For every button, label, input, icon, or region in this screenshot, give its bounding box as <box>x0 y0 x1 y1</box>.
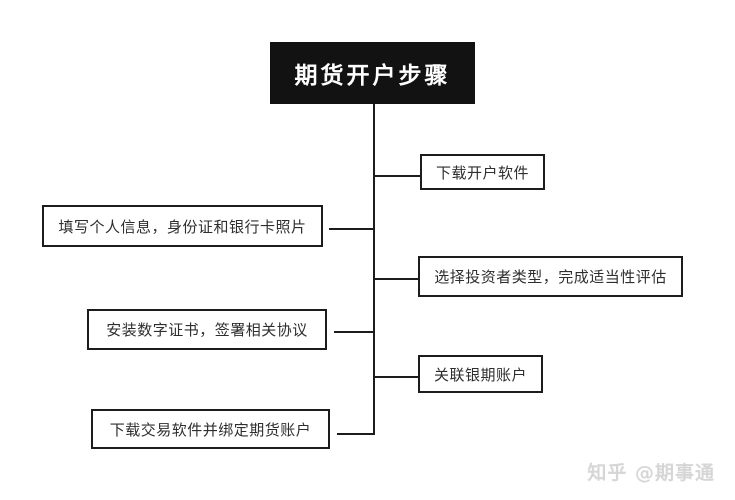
root-node-label: 期货开户步骤 <box>294 63 451 89</box>
node-download-account-software: 下载开户软件 <box>418 154 550 196</box>
node-link-bank-futures-account: 关联银期账户 <box>416 355 548 399</box>
node-label: 填写个人信息，身份证和银行卡照片 <box>58 217 307 236</box>
node-install-digital-certificate: 安装数字证书，签署相关协议 <box>85 309 332 356</box>
connector-branch-left-2 <box>334 331 374 333</box>
watermark: 知乎 @期事通 <box>587 462 715 484</box>
connector-branch-left-1 <box>329 228 374 230</box>
connector-branch-right-2 <box>375 278 419 280</box>
node-label: 下载交易软件并绑定期货账户 <box>109 420 312 439</box>
node-label: 安装数字证书，签署相关协议 <box>106 321 308 339</box>
connector-branch-right-1 <box>375 175 422 177</box>
connector-trunk <box>373 104 375 435</box>
root-node-title: 期货开户步骤 <box>270 42 483 111</box>
node-select-investor-type: 选择投资者类型，完成适当性评估 <box>416 256 688 303</box>
node-label: 下载开户软件 <box>435 163 529 182</box>
node-download-trading-software: 下载交易软件并绑定期货账户 <box>89 409 335 455</box>
node-label: 选择投资者类型，完成适当性评估 <box>434 268 667 286</box>
node-label: 关联银期账户 <box>433 365 527 384</box>
node-fill-personal-info: 填写个人信息，身份证和银行卡照片 <box>40 205 328 253</box>
connector-branch-right-3 <box>375 376 419 378</box>
connector-branch-left-3 <box>337 433 374 435</box>
